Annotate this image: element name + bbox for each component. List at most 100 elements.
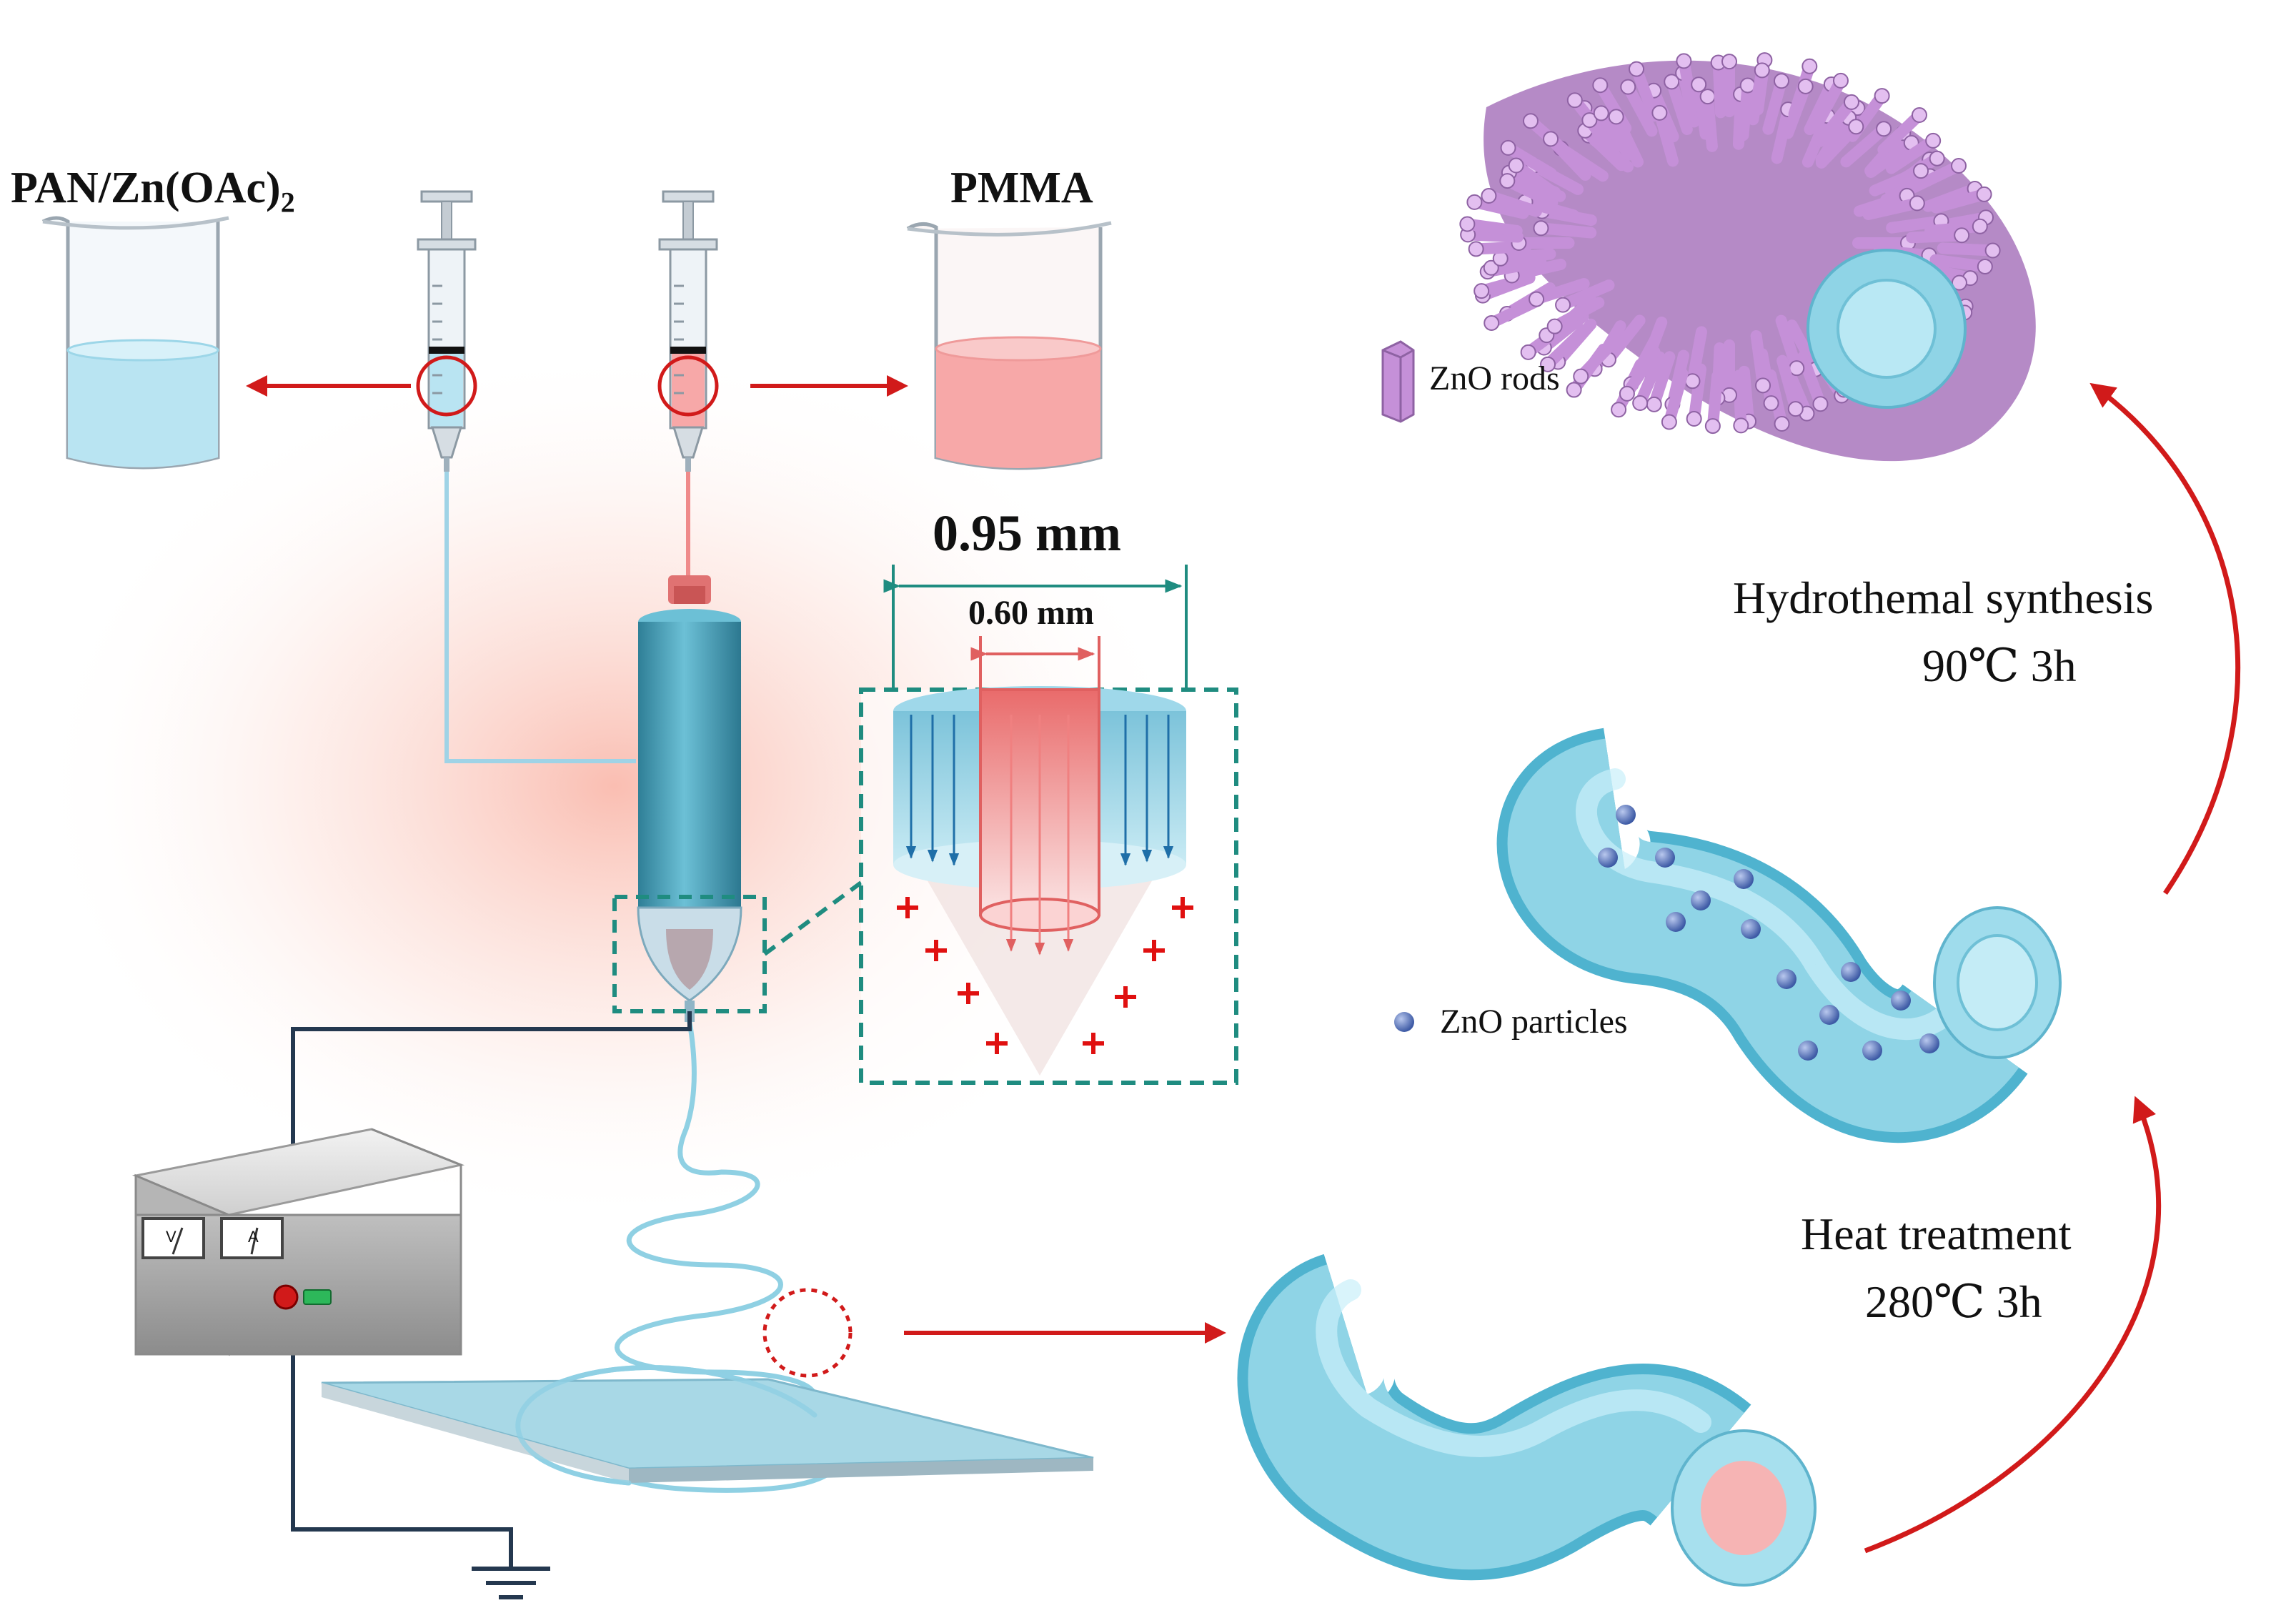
zno-particle: [1691, 890, 1711, 910]
zno-rod: [1688, 363, 1707, 425]
zno-rod: [1885, 134, 1939, 174]
zno-rod: [1557, 279, 1615, 311]
zno-rod: [1462, 229, 1524, 243]
zno-particle: [1616, 805, 1636, 825]
zno-particle: [1819, 1005, 1839, 1025]
ammeter-label: A: [248, 1228, 259, 1246]
zno-rod-legend-icon: [1381, 340, 1415, 423]
zno-rod: [1693, 79, 1711, 140]
zno-rod: [1853, 189, 1913, 217]
zno-rod: [1686, 326, 1707, 387]
zno-rod: [1678, 55, 1699, 116]
zno-rod: [1762, 75, 1787, 135]
zno-rod: [1869, 165, 1927, 197]
zno-rod: [1906, 229, 1968, 244]
syringe-icon: [657, 190, 719, 472]
zno-rod-tip: [1874, 88, 1890, 104]
zno-rod-tip: [1529, 291, 1545, 307]
zno-rod: [1549, 297, 1605, 332]
zno-rod-tip: [1909, 195, 1925, 212]
zno-rod: [1654, 106, 1679, 167]
zno-rod-tip: [1593, 105, 1609, 121]
zno-rod: [1634, 351, 1666, 410]
zno-rod-tip: [1619, 385, 1635, 402]
zno-rod-tip: [1929, 150, 1945, 167]
zno-rod: [1737, 79, 1754, 142]
beaker-icon: [906, 221, 1112, 470]
zno-rod-tip: [1629, 61, 1645, 77]
zno-rod-tip: [1581, 112, 1598, 129]
zno-rod-tip: [1754, 62, 1770, 79]
zno-rod-tip: [1733, 417, 1749, 434]
zno-particle: [1776, 969, 1796, 989]
zno-rod: [1663, 368, 1689, 428]
sample-circle: [762, 1288, 853, 1378]
zno-rod-tip: [1721, 54, 1737, 70]
zno-rod: [1542, 324, 1590, 370]
zno-rod: [1786, 319, 1822, 375]
zno-rod: [1535, 222, 1597, 239]
zno-rod-tip: [1876, 121, 1892, 137]
zno-rod: [1796, 351, 1827, 410]
zno-rod: [1782, 80, 1812, 139]
coaxial-nozzle: [612, 575, 767, 1022]
zno-rod-tip: [1699, 89, 1716, 105]
outer-diameter-label: 0.95 mm: [933, 505, 1121, 562]
zno-rod: [1575, 334, 1621, 382]
zno-rod: [1545, 133, 1591, 181]
zno-rod: [1811, 74, 1847, 131]
zno-rod: [1519, 196, 1580, 222]
zno-rod-tip: [1774, 415, 1790, 432]
zno-rod-tip: [1473, 283, 1490, 299]
zno-particle: [1666, 912, 1686, 932]
zno-rod: [1595, 107, 1635, 161]
zno-rod: [1648, 351, 1676, 410]
zno-rod: [1775, 314, 1803, 374]
zno-rod: [1468, 196, 1529, 219]
heat-treatment-conditions: 280℃ 3h: [1865, 1276, 2042, 1327]
voltmeter-label: V: [166, 1228, 177, 1246]
zno-rod-tip: [1651, 104, 1668, 121]
zno-rod-tip: [1466, 194, 1483, 210]
zno-rod-tip: [1566, 92, 1583, 109]
zno-rod-tip: [1801, 58, 1818, 74]
hydrothermal-conditions: 90℃ 3h: [1922, 640, 2077, 691]
zno-rod: [1747, 64, 1768, 126]
zno-rod: [1483, 189, 1542, 217]
dimension-outer: [883, 565, 1188, 690]
zno-rod: [1506, 258, 1566, 282]
zno-rod: [1840, 123, 1890, 168]
ground-icon: [472, 1567, 550, 1599]
zno-rod: [1862, 197, 1923, 220]
dimension-inner: [970, 636, 1100, 690]
zno-rod-tip: [1468, 241, 1484, 257]
arrow-hydrothermal: [2089, 382, 2241, 895]
zno-rod-tip: [1540, 356, 1556, 372]
zno-rod-tip: [1484, 314, 1500, 331]
zno-rod-tip: [1977, 259, 1993, 275]
zno-rod: [1776, 354, 1801, 415]
zno-rod-tip: [1592, 77, 1609, 94]
zno-rod: [1814, 96, 1857, 147]
zno-rod-tip: [1773, 73, 1789, 89]
zno-rod: [1531, 277, 1590, 305]
zno-rod-tip: [1797, 78, 1814, 94]
zno-rod-tip: [1533, 220, 1549, 237]
collector-plate: [321, 1378, 1094, 1483]
inner-diameter-label: 0.60 mm: [968, 594, 1094, 632]
zno-rod: [1924, 220, 1986, 237]
zno-rod-tip: [1812, 396, 1829, 412]
zno-rod: [1621, 346, 1661, 399]
zno-rod-tip: [1499, 173, 1516, 189]
zno-rod-tip: [1543, 131, 1559, 147]
zno-rod-tip: [1763, 395, 1779, 412]
zno-particle: [1741, 919, 1761, 939]
beaker-icon: [41, 216, 229, 470]
shell-solution-subscript: 2: [280, 186, 295, 219]
zno-rod-tip: [1566, 382, 1582, 398]
zno-rod-tip: [1843, 94, 1859, 110]
zno-rod-tip: [1691, 76, 1707, 93]
zno-rod-tip: [1522, 113, 1539, 129]
